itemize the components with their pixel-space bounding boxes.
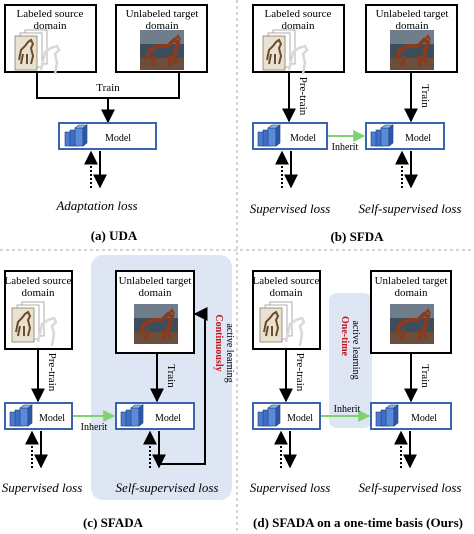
source-label-l2: domain [22,287,55,299]
model-label: Model [39,413,65,424]
model-label: Model [105,133,131,144]
supervised-loss: Supervised loss [2,480,83,495]
target-label-l1: Unlabeled target [375,275,448,287]
target-label-l2: domain [146,20,179,32]
target-label-l1: Unlabeled target [376,8,449,20]
panel-uda: Labeled source domain Unlabeled target d… [4,4,208,243]
target-image-icon [138,28,186,72]
pretrain-label: Pre-train [294,353,306,392]
target-label-l1: Unlabeled target [119,275,192,287]
self-supervised-loss: Self-supervised loss [359,201,462,216]
model-label: Model [155,413,181,424]
caption-a: (a) UDA [91,228,138,243]
pretrain-label: Pre-train [46,353,58,392]
caption-d: (d) SFADA on a one-time basis (Ours) [253,515,463,530]
continuous-al-label: active learning [224,323,235,382]
target-label-l1: Unlabeled target [126,8,199,20]
target-label-l2: domain [396,20,429,32]
active-learning-loop [160,307,208,465]
train-label: Train [419,364,431,388]
self-supervised-loss: Self-supervised loss [359,480,462,495]
source-label-l2: domain [34,20,67,32]
caption-b: (b) SFDA [330,229,384,244]
train-label: Train [419,84,431,108]
source-label-l2: domain [282,20,315,32]
target-image-icon [388,28,436,72]
panel-sfada: Labeled source domain Unlabeled target d… [2,255,235,530]
model-label: Model [411,413,437,424]
source-label-l1: Labeled source [5,275,72,287]
one-time-label: One-time [339,316,350,357]
source-label-l1: Labeled source [265,8,332,20]
continuous-label: Continuously [213,314,224,371]
source-label-l1: Labeled source [17,8,84,20]
target-label-l2: domain [395,287,428,299]
train-label: Train [96,82,120,94]
inherit-label: Inherit [81,422,108,433]
adaptation-loss: Adaptation loss [55,198,137,213]
one-time-highlight [329,293,372,428]
caption-c: (c) SFADA [83,515,144,530]
pretrain-label: Pre-train [297,77,309,116]
train-label: Train [165,364,177,388]
target-image-icon [132,302,180,346]
target-label-l2: domain [139,287,172,299]
source-label-l2: domain [270,287,303,299]
source-label-l1: Labeled source [253,275,320,287]
inherit-label: Inherit [334,404,361,415]
source-model-box [252,122,328,150]
supervised-loss: Supervised loss [250,480,331,495]
one-time-al-label: active learning [350,320,361,379]
model-label: Model [287,413,313,424]
model-label: Model [290,133,316,144]
supervised-loss: Supervised loss [250,201,331,216]
panel-sfada-one-time: Labeled source domain Unlabeled target d… [250,270,463,530]
model-label: Model [405,133,431,144]
self-supervised-loss: Self-supervised loss [116,480,219,495]
panel-sfda: Labeled source domain Unlabeled target d… [250,4,462,244]
inherit-label: Inherit [332,142,359,153]
target-image-icon [388,302,436,346]
